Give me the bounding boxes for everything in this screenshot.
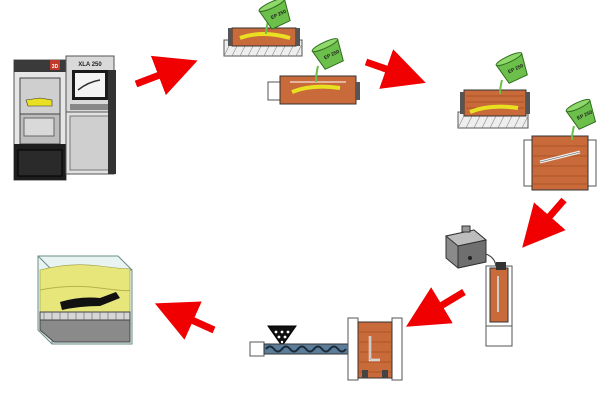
barrel: [263, 343, 355, 355]
resin-bucket-3: EP 250: [495, 52, 528, 84]
keyboard: [70, 104, 110, 110]
arrow-2: [364, 49, 426, 89]
machine-model-label: XLA 250: [78, 62, 102, 68]
brand-logo-icon: [50, 60, 60, 70]
arrow-3: [522, 197, 567, 248]
cast-part: [60, 292, 120, 310]
mold-pouring-2: EP 250: [457, 52, 530, 129]
arrow-1: [134, 55, 198, 96]
mold-clamp: [485, 262, 513, 347]
mold-pouring-2b: EP 250: [523, 98, 597, 191]
resin-bucket-1: EP 250: [258, 0, 291, 30]
sand-casting-box: [37, 255, 133, 345]
mold-pouring-1b: EP 250: [267, 38, 360, 105]
brand-logo-text: 3D: [52, 64, 59, 70]
mold-pouring-1: EP 250: [223, 0, 303, 57]
oven-cure: [444, 225, 497, 269]
arrows: [134, 49, 567, 340]
injection-unit: [249, 317, 403, 381]
yellow-part: [239, 32, 291, 40]
yellow-part: [469, 104, 519, 114]
yellow-part: [291, 84, 341, 94]
sla-machine: 3D XLA 250: [13, 55, 116, 181]
resin-bucket-2: EP 250: [311, 38, 344, 70]
arrow-5: [154, 301, 216, 340]
hopper: [267, 325, 297, 347]
resin-bucket-4: EP 250: [565, 98, 597, 130]
yellow-part: [25, 97, 53, 107]
arrow-4: [405, 287, 466, 327]
screw: [265, 345, 347, 353]
